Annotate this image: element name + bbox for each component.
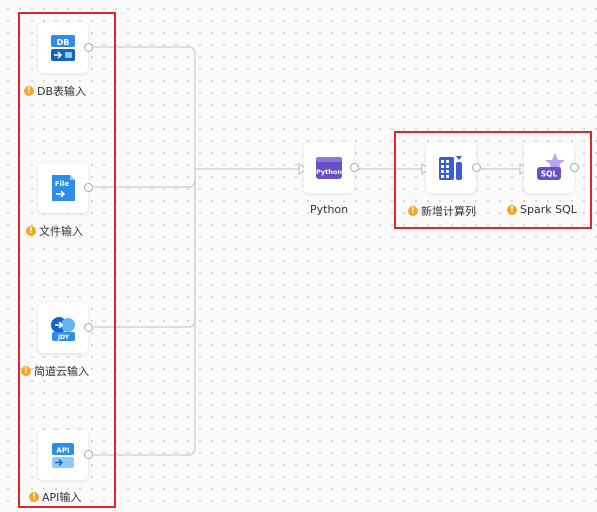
output-port[interactable] [472, 163, 481, 172]
edge-api-python [94, 176, 196, 456]
add-calculated-column-icon [439, 156, 462, 180]
node-spark-sql[interactable]: SQL [524, 143, 579, 193]
warning-icon: ! [26, 226, 36, 236]
node-db-input[interactable]: DB [38, 23, 93, 73]
node-python-label: Python [310, 203, 349, 216]
warning-icon: ! [408, 206, 418, 216]
node-file-label: ! 文件输入 [26, 223, 83, 239]
node-spark-sql-label: ! Spark SQL [507, 203, 577, 216]
output-port[interactable] [84, 183, 93, 192]
warning-icon: ! [29, 492, 39, 502]
node-jiandaoyun-label: ! 简道云输入 [21, 363, 89, 379]
svg-text:API: API [56, 447, 69, 455]
database-input-icon: DB [51, 35, 75, 61]
output-port[interactable] [350, 163, 359, 172]
svg-text:Python: Python [316, 168, 342, 176]
spark-sql-icon: SQL [537, 153, 565, 180]
warning-icon: ! [507, 204, 517, 215]
python-icon: Python [316, 157, 342, 179]
jiandaoyun-input-icon: JDY [51, 317, 75, 341]
node-add-calculated-column-label: ! 新增计算列 [408, 203, 476, 219]
svg-text:File: File [55, 180, 70, 188]
node-jiandaoyun-input[interactable]: JDY [38, 303, 93, 353]
svg-text:JDY: JDY [57, 334, 70, 341]
selection-box-input-nodes [18, 12, 116, 508]
warning-icon: ! [24, 86, 34, 96]
warning-icon: ! [21, 366, 31, 376]
input-arrow [298, 163, 308, 175]
node-file-input[interactable]: File [38, 163, 93, 213]
output-port[interactable] [84, 43, 93, 52]
file-input-icon: File [52, 175, 75, 201]
edge-db-python [94, 46, 302, 170]
node-add-calculated-column[interactable] [426, 143, 481, 193]
svg-text:SQL: SQL [541, 170, 558, 179]
api-input-icon: API [52, 443, 74, 468]
node-python[interactable]: Python [304, 143, 359, 193]
selection-box-transform-nodes [394, 131, 592, 229]
node-api-input[interactable]: API [38, 430, 93, 480]
svg-text:DB: DB [57, 38, 70, 47]
node-api-label: ! API输入 [29, 489, 81, 505]
node-db-label: ! DB表输入 [24, 83, 86, 99]
output-port[interactable] [84, 450, 93, 459]
output-port[interactable] [570, 163, 579, 172]
output-port[interactable] [84, 323, 93, 332]
